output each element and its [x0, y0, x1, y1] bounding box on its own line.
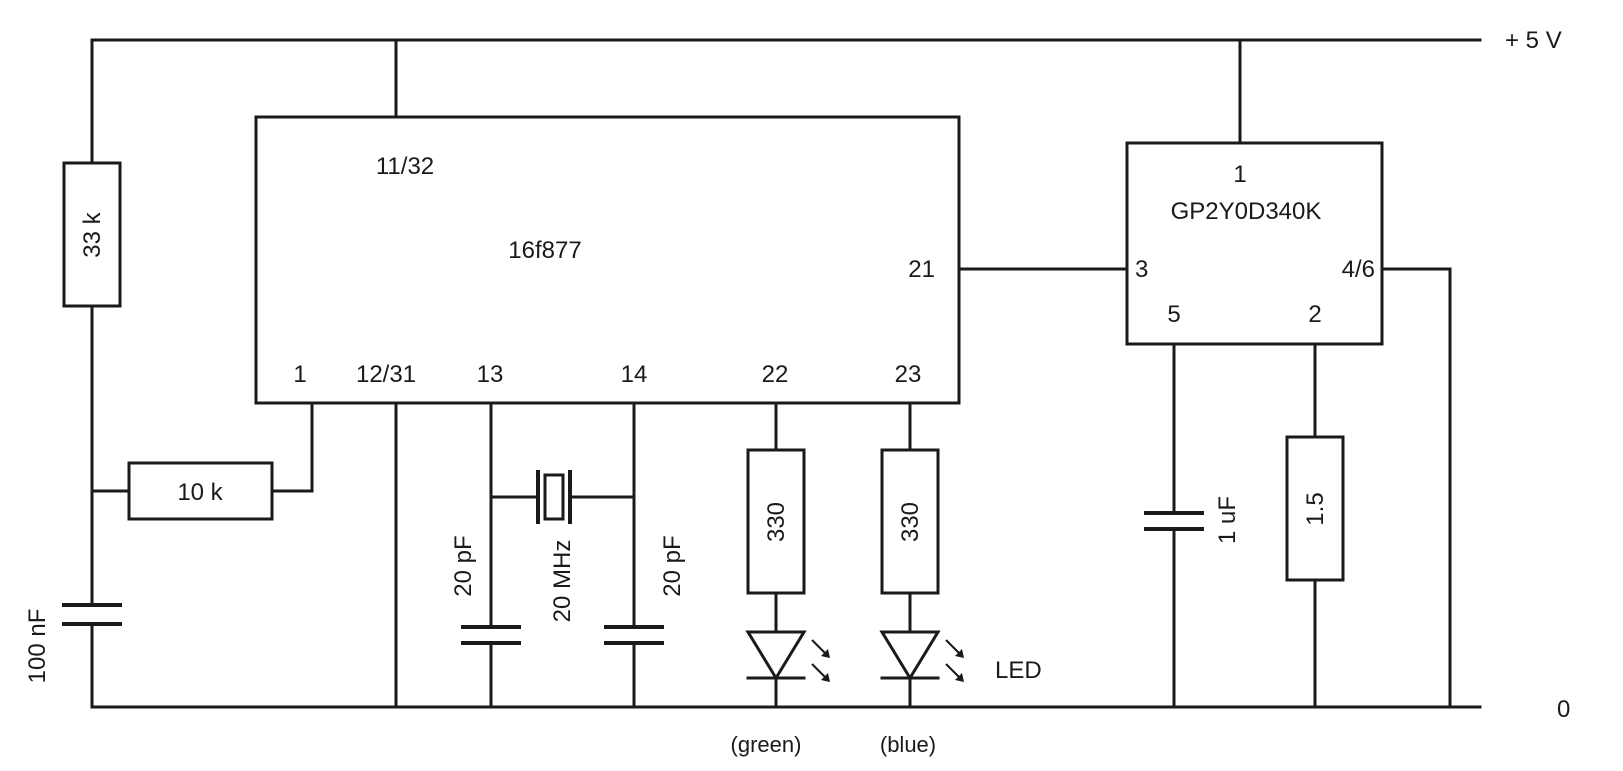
- led-label: LED: [995, 657, 1042, 684]
- capacitor-100nf-label: 100 nF: [24, 609, 51, 684]
- resistor-330-blue-label: 330: [897, 502, 924, 542]
- resistor-10k-label: 10 k: [177, 479, 223, 506]
- resistor-1-5: [1285, 435, 1345, 582]
- sensor-pin-4-6: 4/6: [1342, 256, 1375, 283]
- mcu-pin-13: 13: [477, 361, 504, 388]
- reset-network: 33 k 100 nF 10 k: [24, 38, 314, 709]
- mcu-body: [254, 115, 961, 405]
- sensor-part-label: GP2Y0D340K: [1171, 198, 1322, 225]
- led-blue-branch: 330 (blue) LED: [879, 401, 1042, 757]
- mcu-pin-1: 1: [293, 361, 306, 388]
- mcu-part-label: 16f877: [508, 237, 581, 264]
- sensor-pin-3: 3: [1135, 256, 1148, 283]
- sensor-body: [1125, 141, 1384, 346]
- resistor-330-green-label: 330: [763, 502, 790, 542]
- resistor-330-green: [746, 448, 806, 595]
- led-blue-icon: [879, 630, 941, 681]
- led-blue-color-label: (blue): [880, 732, 936, 757]
- mcu-pin-vdd: 11/32: [376, 153, 434, 180]
- resistor-1-5-label: 1.5: [1302, 492, 1329, 525]
- crystal-20mhz-label: 20 MHz: [549, 540, 576, 623]
- led-green-branch: 330 (green): [731, 401, 830, 757]
- resistor-33k-label: 33 k: [79, 211, 106, 257]
- capacitor-20pf-left-label: 20 pF: [450, 535, 477, 596]
- microcontroller-16f877: 16f877 11/32 1 12/31 13 14 22 23 21: [254, 38, 961, 709]
- ground-rail: 0: [90, 696, 1570, 723]
- capacitor-20pf-right-label: 20 pF: [659, 535, 686, 596]
- crystal-20mhz: [543, 473, 565, 521]
- resistor-33k: [62, 161, 122, 308]
- mcu-pin-vss: 12/31: [356, 361, 416, 388]
- sensor-pin-1: 1: [1233, 161, 1246, 188]
- mcu-pin-21: 21: [908, 256, 935, 283]
- supply-rail: + 5 V: [90, 27, 1562, 54]
- ground-rail-label: 0: [1557, 696, 1570, 723]
- led-green-color-label: (green): [731, 732, 802, 757]
- sensor-pin-5: 5: [1167, 301, 1180, 328]
- led-green-icon: [745, 630, 807, 681]
- mcu-pin-22: 22: [762, 361, 789, 388]
- oscillator-circuit: 20 pF 20 pF 20 MHz: [450, 401, 686, 709]
- capacitor-1uf-label: 1 uF: [1214, 496, 1241, 544]
- sensor-pin-2: 2: [1308, 301, 1321, 328]
- mcu-pin-14: 14: [621, 361, 648, 388]
- sensor-gp2y0d340k: 1 GP2Y0D340K 3 4/6 5 2 1 uF 1.5: [957, 38, 1452, 709]
- mcu-pin-23: 23: [895, 361, 922, 388]
- supply-rail-label: + 5 V: [1505, 27, 1562, 54]
